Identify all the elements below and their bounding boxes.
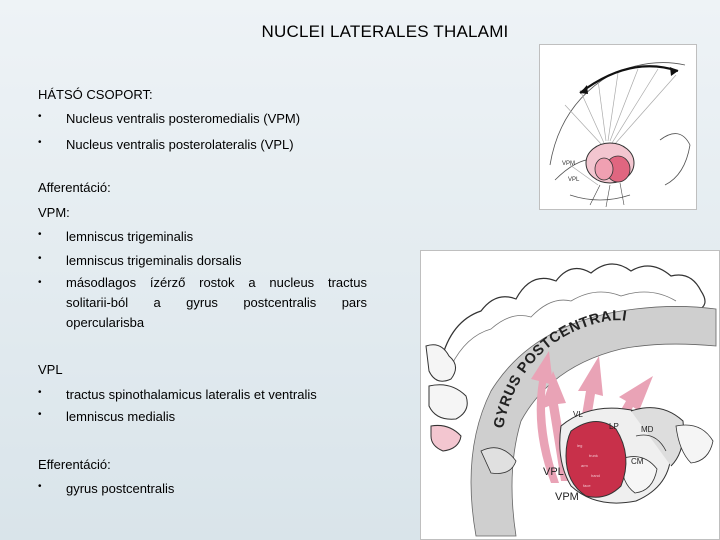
cortical-band	[470, 306, 717, 537]
vpl-vpm-nucleus	[565, 421, 627, 498]
label-cm: CM	[631, 457, 644, 466]
paragraph-line: solitarii-ból a gyrus postcentralis pars	[66, 295, 367, 310]
vpl-label: VPL	[38, 362, 63, 377]
efferent-heading: Efferentáció:	[38, 457, 111, 472]
svg-text:hand: hand	[591, 473, 600, 478]
bullet: •	[38, 253, 42, 264]
svg-text:trunk: trunk	[589, 453, 598, 458]
label-vl: VL	[573, 410, 583, 419]
list-item-text: gyrus postcentralis	[66, 481, 175, 496]
bullet: •	[38, 277, 42, 288]
list-item-paragraph: másodlagos ízérző rostok a nucleus tract…	[66, 273, 367, 333]
bullet: •	[38, 409, 42, 420]
paragraph-line: opercularisba	[66, 315, 145, 330]
bullet: •	[38, 387, 42, 398]
list-item-text: lemniscus trigeminalis	[66, 229, 194, 244]
bullet: •	[38, 229, 42, 240]
vpm-label: VPM:	[38, 205, 70, 220]
svg-text:face: face	[583, 483, 591, 488]
bullet: •	[38, 111, 42, 122]
list-item-text: Nucleus ventralis posteromedialis (VPM)	[66, 111, 301, 126]
page-title: NUCLEI LATERALES THALAMI	[261, 22, 509, 41]
paragraph-line: másodlagos ízérző rostok a nucleus tract…	[66, 275, 367, 290]
coronal-section-figure: leg trunk arm hand face GYRUS POSTCENTRA…	[420, 250, 720, 540]
cm-nucleus	[620, 456, 658, 494]
label-vpl: VPL	[543, 466, 564, 478]
bullet: •	[38, 137, 42, 148]
afferent-heading: Afferentáció:	[38, 180, 111, 195]
cortex-outline	[440, 263, 706, 362]
list-item-text: lemniscus trigeminalis dorsalis	[66, 253, 242, 268]
fig1-label-vpl: VPL	[568, 177, 580, 183]
projection-arc	[579, 65, 679, 94]
label-md: MD	[641, 425, 654, 434]
section-heading-posterior-group: HÁTSÓ CSOPORT:	[38, 87, 153, 102]
bullet: •	[38, 481, 42, 492]
svg-text:arm: arm	[581, 463, 589, 468]
thalamus-projection-figure: VPM VPL	[539, 44, 697, 210]
label-lp: LP	[609, 422, 619, 431]
list-item-text: Nucleus ventralis posterolateralis (VPL)	[66, 137, 294, 152]
svg-text:leg: leg	[577, 443, 582, 448]
vpm-nucleus	[594, 157, 614, 181]
list-item-text: tractus spinothalamicus lateralis et ven…	[66, 387, 317, 402]
fig1-label-vpm: VPM	[562, 161, 575, 167]
list-item-text: lemniscus medialis	[66, 409, 176, 424]
label-vpm: VPM	[555, 491, 579, 503]
